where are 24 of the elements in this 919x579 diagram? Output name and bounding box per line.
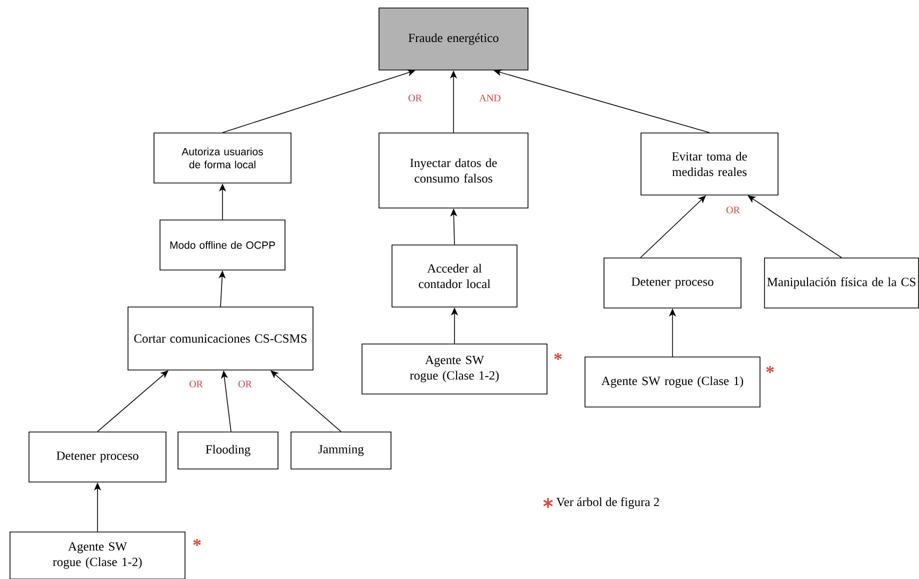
node-box: Agente SW rogue (Clase 1) — [584, 356, 760, 408]
node-box: Jamming — [290, 432, 392, 470]
legend-text: Ver árbol de figura 2 — [556, 497, 659, 509]
node-box: Detener proceso — [28, 432, 166, 482]
node-box: Evitar toma de medidas reales — [640, 132, 778, 196]
node-box: Detener proceso — [604, 258, 742, 308]
node-box: Modo offline de OCPP — [160, 220, 286, 270]
asterisk: * — [554, 353, 562, 360]
gate-label: OR — [238, 380, 252, 388]
node-box: Inyectar datos de consumo falsos — [378, 132, 528, 208]
gate-label: OR — [189, 380, 203, 388]
gate-label: OR — [726, 206, 740, 214]
node-box: Acceder al contador local — [392, 244, 518, 308]
node-box: Agente SW rogue (Clase 1-2) — [362, 344, 548, 394]
node-box: Flooding — [178, 432, 278, 470]
node-box: Cortar comunicaciones CS-CSMS — [128, 306, 314, 370]
node-box: Manipulación física de la CS — [764, 258, 919, 308]
asterisk: * — [193, 539, 201, 546]
gate-label: AND — [479, 94, 500, 102]
asterisk: * — [766, 366, 774, 373]
node-box: Fraude energético — [378, 8, 528, 70]
gate-label: OR — [408, 94, 422, 102]
node-box: Agente SW rogue (Clase 1-2) — [10, 532, 186, 579]
node-box: Autoriza usuarios de forma local — [154, 132, 292, 184]
